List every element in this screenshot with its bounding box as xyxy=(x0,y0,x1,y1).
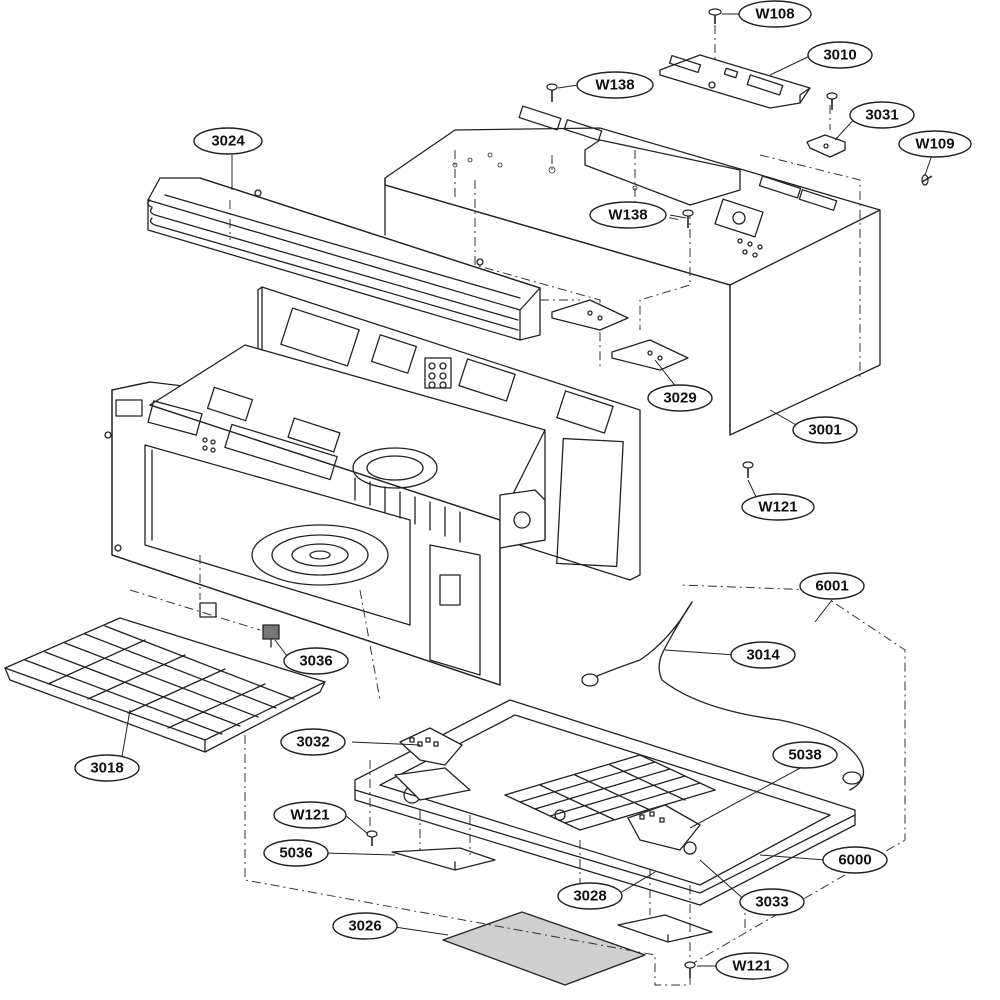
svg-text:3024: 3024 xyxy=(211,133,245,150)
callout-3036: 3036 xyxy=(283,647,349,675)
screw-w108 xyxy=(708,8,722,24)
small-bracket-part-3031 xyxy=(806,134,846,158)
svg-text:3001: 3001 xyxy=(808,422,841,439)
vent-grille-part-3024 xyxy=(147,177,541,341)
svg-text:6001: 6001 xyxy=(815,578,848,595)
callout-3028: 3028 xyxy=(557,882,623,910)
svg-text:5036: 5036 xyxy=(279,845,312,862)
light-housing-part-3032 xyxy=(394,727,471,801)
screw-w138-mid xyxy=(682,209,694,228)
callout-w138-mid: W138 xyxy=(589,201,667,229)
screw-w138-top xyxy=(546,83,558,102)
svg-text:3018: 3018 xyxy=(90,760,123,777)
clips-part-3036 xyxy=(199,602,280,648)
callout-w108-top: W108 xyxy=(738,0,812,28)
svg-text:W138: W138 xyxy=(608,207,647,224)
svg-text:W108: W108 xyxy=(755,6,794,23)
bracket-part-3029 xyxy=(551,299,689,371)
callout-5038: 5038 xyxy=(772,741,838,769)
screw-w121-left xyxy=(366,830,378,846)
damper-part-5036 xyxy=(391,847,496,871)
screw-w121-right xyxy=(742,461,754,478)
svg-text:3026: 3026 xyxy=(348,918,381,935)
callout-w121-bottom: W121 xyxy=(715,952,789,980)
callout-w109: W109 xyxy=(898,130,972,158)
callout-3032: 3032 xyxy=(280,728,346,756)
callout-3014: 3014 xyxy=(730,641,796,669)
callout-3018: 3018 xyxy=(74,754,140,782)
damper-right xyxy=(617,914,713,943)
wire-rack-part-3018 xyxy=(4,617,326,753)
callout-3026: 3026 xyxy=(332,912,398,940)
callout-3024: 3024 xyxy=(193,127,263,155)
callout-6000: 6000 xyxy=(822,846,888,874)
svg-text:3014: 3014 xyxy=(746,647,780,664)
callout-5036: 5036 xyxy=(263,839,329,867)
svg-text:3031: 3031 xyxy=(865,107,898,124)
callout-w121-left: W121 xyxy=(273,801,347,829)
svg-text:W121: W121 xyxy=(732,958,771,975)
callout-3031: 3031 xyxy=(849,101,915,129)
top-bracket-part-3010 xyxy=(659,54,811,109)
svg-text:W121: W121 xyxy=(290,807,329,824)
grease-filter-part-3026 xyxy=(442,911,646,986)
screw-3031 xyxy=(826,92,838,110)
screw-w109 xyxy=(921,174,933,186)
svg-text:3010: 3010 xyxy=(823,47,856,64)
svg-text:W138: W138 xyxy=(595,77,634,94)
outer-cabinet-part-3001 xyxy=(384,105,881,436)
svg-text:3033: 3033 xyxy=(755,894,788,911)
callout-3001: 3001 xyxy=(792,416,858,444)
svg-text:W121: W121 xyxy=(758,499,797,516)
svg-text:3032: 3032 xyxy=(296,734,329,751)
light-housing-part-3033 xyxy=(627,804,701,851)
callout-3029: 3029 xyxy=(647,384,713,412)
callout-3010: 3010 xyxy=(807,41,873,69)
base-plate-part-6000 xyxy=(354,699,856,906)
callout-6001: 6001 xyxy=(799,572,865,600)
svg-text:3028: 3028 xyxy=(573,888,606,905)
callout-w138-top: W138 xyxy=(576,71,654,99)
oven-cavity-chassis xyxy=(104,344,546,686)
assembly-lines xyxy=(129,25,906,986)
svg-text:3036: 3036 xyxy=(299,653,332,670)
screw-w121-bottom xyxy=(684,961,696,978)
svg-text:W109: W109 xyxy=(915,136,954,153)
svg-text:5038: 5038 xyxy=(788,747,821,764)
svg-text:3029: 3029 xyxy=(663,390,696,407)
callout-w121-right: W121 xyxy=(741,493,815,521)
svg-text:6000: 6000 xyxy=(838,852,871,869)
callout-3033: 3033 xyxy=(739,888,805,916)
cord-part-3014 xyxy=(581,601,865,791)
